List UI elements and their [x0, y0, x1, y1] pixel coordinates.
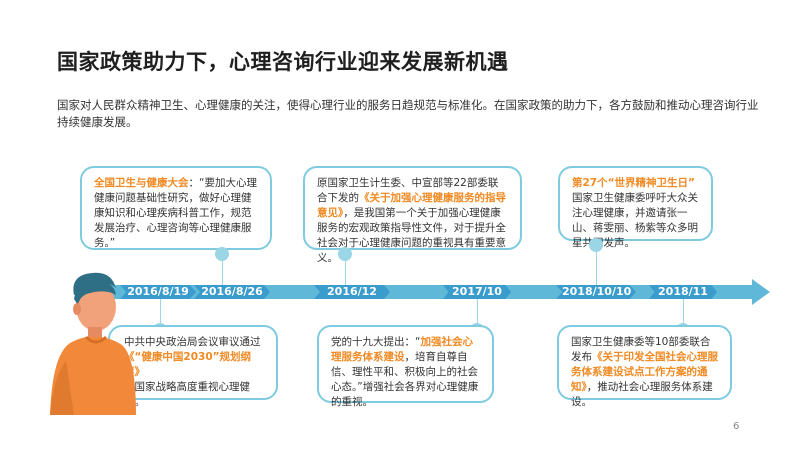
connector-line	[222, 250, 223, 285]
card-highlight: 《关于加强心理健康服务的指导意见》	[317, 192, 506, 219]
card-highlight: 加强社会心理服务体系建设	[331, 336, 473, 363]
card-text-pre: 原国家卫生计生委、中宣部等22部委联合下发的	[317, 177, 499, 204]
card-highlight: 第27个“世界精神卫生日”	[572, 177, 695, 189]
card-text: ，是我国第一个关于加强心理健康服务的宏观政策指导性文件，对于提升全社会对于心理健…	[317, 207, 506, 264]
timeline-date: 2018/10/10	[556, 285, 636, 299]
timeline-arrow-icon	[752, 279, 770, 305]
card-text: ：“要加大心理健康问题基础性研究，做好心理健康知识和心理疾病科普工作，规范发展治…	[94, 177, 257, 249]
connector-dot	[215, 247, 229, 261]
card-text-pre: 党的十九大提出：“	[331, 336, 421, 348]
page-number: 6	[733, 421, 740, 432]
card-2016-12: 原国家卫生计生委、中宣部等22部委联合下发的《关于加强心理健康服务的指导意见》，…	[303, 166, 522, 264]
card-2016-8-26: 中共中央政治局会议审议通过《“健康中国2030”规划纲要》从国家战略高度重视心理…	[108, 325, 278, 408]
connector-dot	[338, 247, 352, 261]
timeline-date: 2016/12	[314, 285, 390, 299]
connector-line	[683, 299, 684, 330]
card-2016-8-19: 全国卫生与健康大会：“要加大心理健康问题基础性研究，做好心理健康知识和心理疾病科…	[80, 166, 272, 250]
page-title: 国家政策助力下，心理咨询行业迎来发展新机遇	[57, 50, 509, 74]
card-2017-10: 党的十九大提出：“加强社会心理服务体系建设，培育自尊自信、理性平和、积极向上的社…	[317, 325, 494, 408]
card-text: ，推动社会心理服务体系建设。	[571, 381, 713, 408]
timeline-date: 2016/8/19	[120, 285, 196, 299]
connector-dot	[589, 238, 603, 252]
card-highlight: 《关于印发全国社会心理服务体系建设试点工作方案的通知》	[571, 351, 718, 393]
connector-line	[160, 299, 161, 330]
intro-paragraph: 国家对人民群众精神卫生、心理健康的关注，使得心理行业的服务日趋规范与标准化。在国…	[57, 98, 759, 129]
card-text-pre: 国家卫生健康委等10部委联合发布	[571, 336, 711, 363]
timeline-date: 2017/10	[443, 285, 511, 299]
card-highlight: 全国卫生与健康大会	[94, 177, 189, 189]
card-2018-10-10: 第27个“世界精神卫生日” 国家卫生健康委呼吁大众关注心理健康，并邀请张一山、蒋雯…	[558, 166, 713, 249]
card-text-pre: 中共中央政治局会议审议通过	[124, 336, 261, 348]
connector-line	[345, 250, 346, 285]
connector-line	[596, 241, 597, 285]
card-text: 国家卫生健康委呼吁大众关注心理健康，并邀请张一山、蒋雯丽、杨紫等众多明星共同发声…	[572, 192, 698, 249]
timeline-date: 2018/11	[649, 285, 717, 299]
timeline-date: 2016/8/26	[194, 285, 270, 299]
card-text: ，培育自尊自信、理性平和、积极向上的社会心态。”增强社会各界对心理健康的重视。	[331, 351, 479, 408]
person-illustration	[50, 272, 136, 415]
card-2018-11: 国家卫生健康委等10部委联合发布《关于印发全国社会心理服务体系建设试点工作方案的…	[557, 325, 732, 408]
connector-line	[477, 299, 478, 330]
